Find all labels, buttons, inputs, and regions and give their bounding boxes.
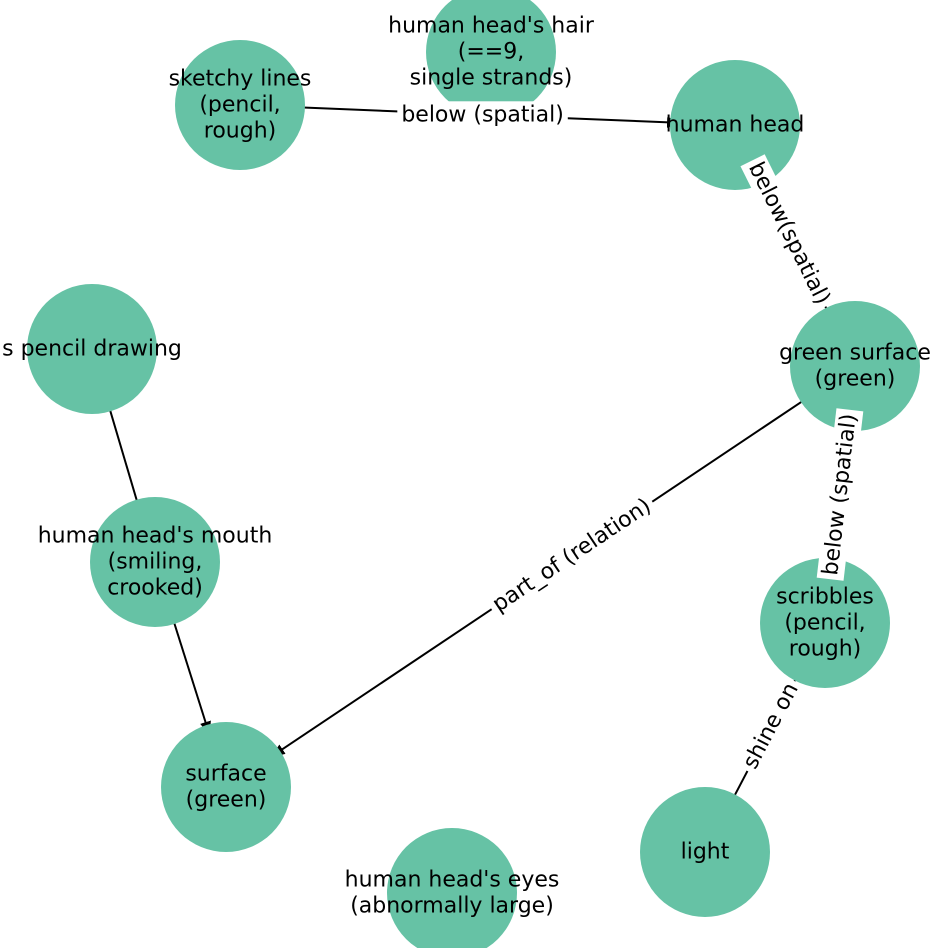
node-label-line: (abnormally large) xyxy=(350,894,554,919)
edge-label-background xyxy=(735,674,807,778)
node-label-line: rough) xyxy=(789,637,861,662)
edges-layer xyxy=(106,106,853,805)
edge-label: part_of (relation) xyxy=(488,494,656,618)
node-label-line: sketchy lines xyxy=(169,67,312,92)
node-circle xyxy=(175,40,305,170)
node-label-line: (green) xyxy=(815,367,896,392)
node-circle xyxy=(640,787,770,917)
edge-label-group-light-scribbles: shine on xyxy=(735,674,807,778)
node-label-line: (pencil, xyxy=(199,93,280,118)
node-surface: surface(green) xyxy=(161,722,291,852)
edge-label: below (spatial) xyxy=(401,102,563,127)
node-label-line: rough) xyxy=(204,119,276,144)
node-circle xyxy=(161,722,291,852)
node-label-line: light xyxy=(681,840,730,865)
edge-label-background xyxy=(816,408,864,581)
node-label-line: crooked) xyxy=(107,576,203,601)
node-circle xyxy=(426,0,556,117)
edge-label: shine on xyxy=(738,679,803,773)
node-circle xyxy=(27,284,157,414)
node-green-surface: green surface(green) xyxy=(779,301,931,431)
node-label-line: surface xyxy=(185,762,266,787)
node-label-line: human head's mouth xyxy=(38,524,273,549)
node-label-line: (==9, xyxy=(458,40,524,65)
node-label-line: human head's hair xyxy=(388,14,595,39)
node-light: light xyxy=(640,787,770,917)
node-hair: human head's hair(==9,single strands) xyxy=(388,0,595,117)
node-label-line: (smiling, xyxy=(108,550,203,575)
node-circle xyxy=(90,497,220,627)
node-label-line: (green) xyxy=(186,788,267,813)
edge-label-background xyxy=(397,101,568,129)
edge-label-background xyxy=(484,490,660,621)
node-circle xyxy=(387,828,517,948)
edge-label: below (spatial) xyxy=(818,412,862,576)
edge-label-group-green-head: below(spatial) xyxy=(740,154,838,313)
node-label-line: human head xyxy=(666,113,805,138)
edge-label-group-scribbles-green: below (spatial) xyxy=(816,408,864,581)
node-label-line: single strands) xyxy=(410,66,573,91)
edge-pencil-mouth xyxy=(106,400,141,511)
node-head: human head xyxy=(666,60,805,190)
edge-label-group-sketchy-head: below (spatial) xyxy=(397,101,568,129)
edge-mouth-surface xyxy=(170,613,211,736)
node-circle xyxy=(790,301,920,431)
node-sketchy: sketchy lines(pencil,rough) xyxy=(169,40,312,170)
node-label-line: green surface xyxy=(779,341,931,366)
node-label-line: (pencil, xyxy=(784,611,865,636)
node-label-line: s pencil drawing xyxy=(2,337,182,362)
nodes-layer: human head's hair(==9,single strands) ske… xyxy=(2,0,931,948)
edge-label-background xyxy=(740,154,838,313)
node-scribbles: scribbles(pencil,rough) xyxy=(760,558,890,688)
node-eyes: human head's eyes(abnormally large) xyxy=(345,828,560,948)
node-circle xyxy=(670,60,800,190)
node-label-line: scribbles xyxy=(776,585,874,610)
node-circle xyxy=(760,558,890,688)
node-label-line: human head's eyes xyxy=(345,868,560,893)
edge-label: below(spatial) xyxy=(743,158,835,308)
node-pencil: s pencil drawing xyxy=(2,284,182,414)
edge-label-group-green-surface: part_of (relation) xyxy=(484,490,660,621)
node-mouth: human head's mouth(smiling,crooked) xyxy=(38,497,273,627)
